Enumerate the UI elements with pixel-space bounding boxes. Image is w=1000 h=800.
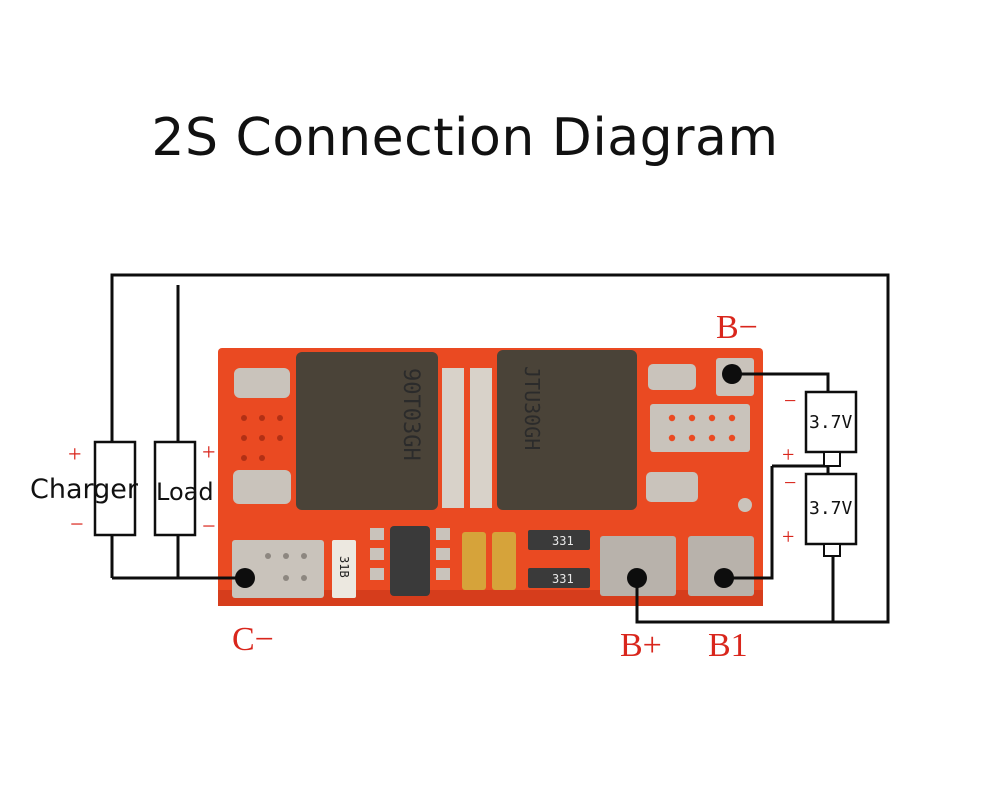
terminal-b-plus [627,568,647,588]
via-pad [650,404,750,452]
smd-pad [436,548,450,560]
cell-top-voltage: 3.7V [809,412,853,433]
via-array [265,553,307,581]
c-minus-pad [232,540,324,598]
charger-label: Charger [30,474,139,505]
cell-bottom-plus: + [782,524,794,549]
terminal-b1 [714,568,734,588]
charger-plus: + [68,442,82,468]
tab-pad [233,470,291,504]
tab-pad [234,368,290,398]
load-minus: − [202,514,216,540]
charger-minus: − [70,512,84,538]
b-plus-pad [600,536,676,596]
label-c-minus: C− [232,621,274,658]
cell-bottom-voltage: 3.7V [809,498,853,519]
small-via [738,498,752,512]
mosfet-right [497,350,637,510]
diagram-title: 2S Connection Diagram [151,108,779,168]
battery-cell-top [804,390,858,454]
via-array [668,414,736,442]
smd-pad [436,568,450,580]
mosfet-left [296,352,438,510]
resistor-marking: 31B [337,556,351,578]
via-array [241,415,283,461]
label-b1: B1 [708,627,748,664]
center-pad [442,368,464,508]
smd-pad [370,528,384,540]
smd-pad [436,528,450,540]
smd-pad [370,548,384,560]
cell-terminal-cap [823,451,841,467]
tab-pad [648,364,696,390]
capacitor [462,532,486,590]
mosfet-left-marking: 90T03GH [398,368,423,461]
tab-pad [646,472,698,502]
terminal-c-minus [235,568,255,588]
resistor [528,530,590,550]
label-b-minus: B− [716,309,758,346]
cell-bottom-minus: − [784,470,796,495]
cell-top-plus: + [782,442,794,467]
cell-top-minus: − [784,388,796,413]
center-pad [470,368,492,508]
load-label: Load [156,478,214,506]
protection-ic [390,526,430,596]
smd-pad [370,568,384,580]
label-b-plus: B+ [620,627,662,664]
b1-pad [688,536,754,596]
resistor-marking: 331 [552,534,574,548]
resistor [528,568,590,588]
mosfet-right-marking: JTU30GH [520,366,544,450]
charger-box [93,440,137,537]
cell-terminal-cap [823,543,841,557]
capacitor [492,532,516,590]
resistor-marking: 331 [552,572,574,586]
load-box [153,440,197,537]
load-plus: + [202,440,216,466]
terminal-b-minus [722,364,742,384]
resistor [332,540,356,598]
